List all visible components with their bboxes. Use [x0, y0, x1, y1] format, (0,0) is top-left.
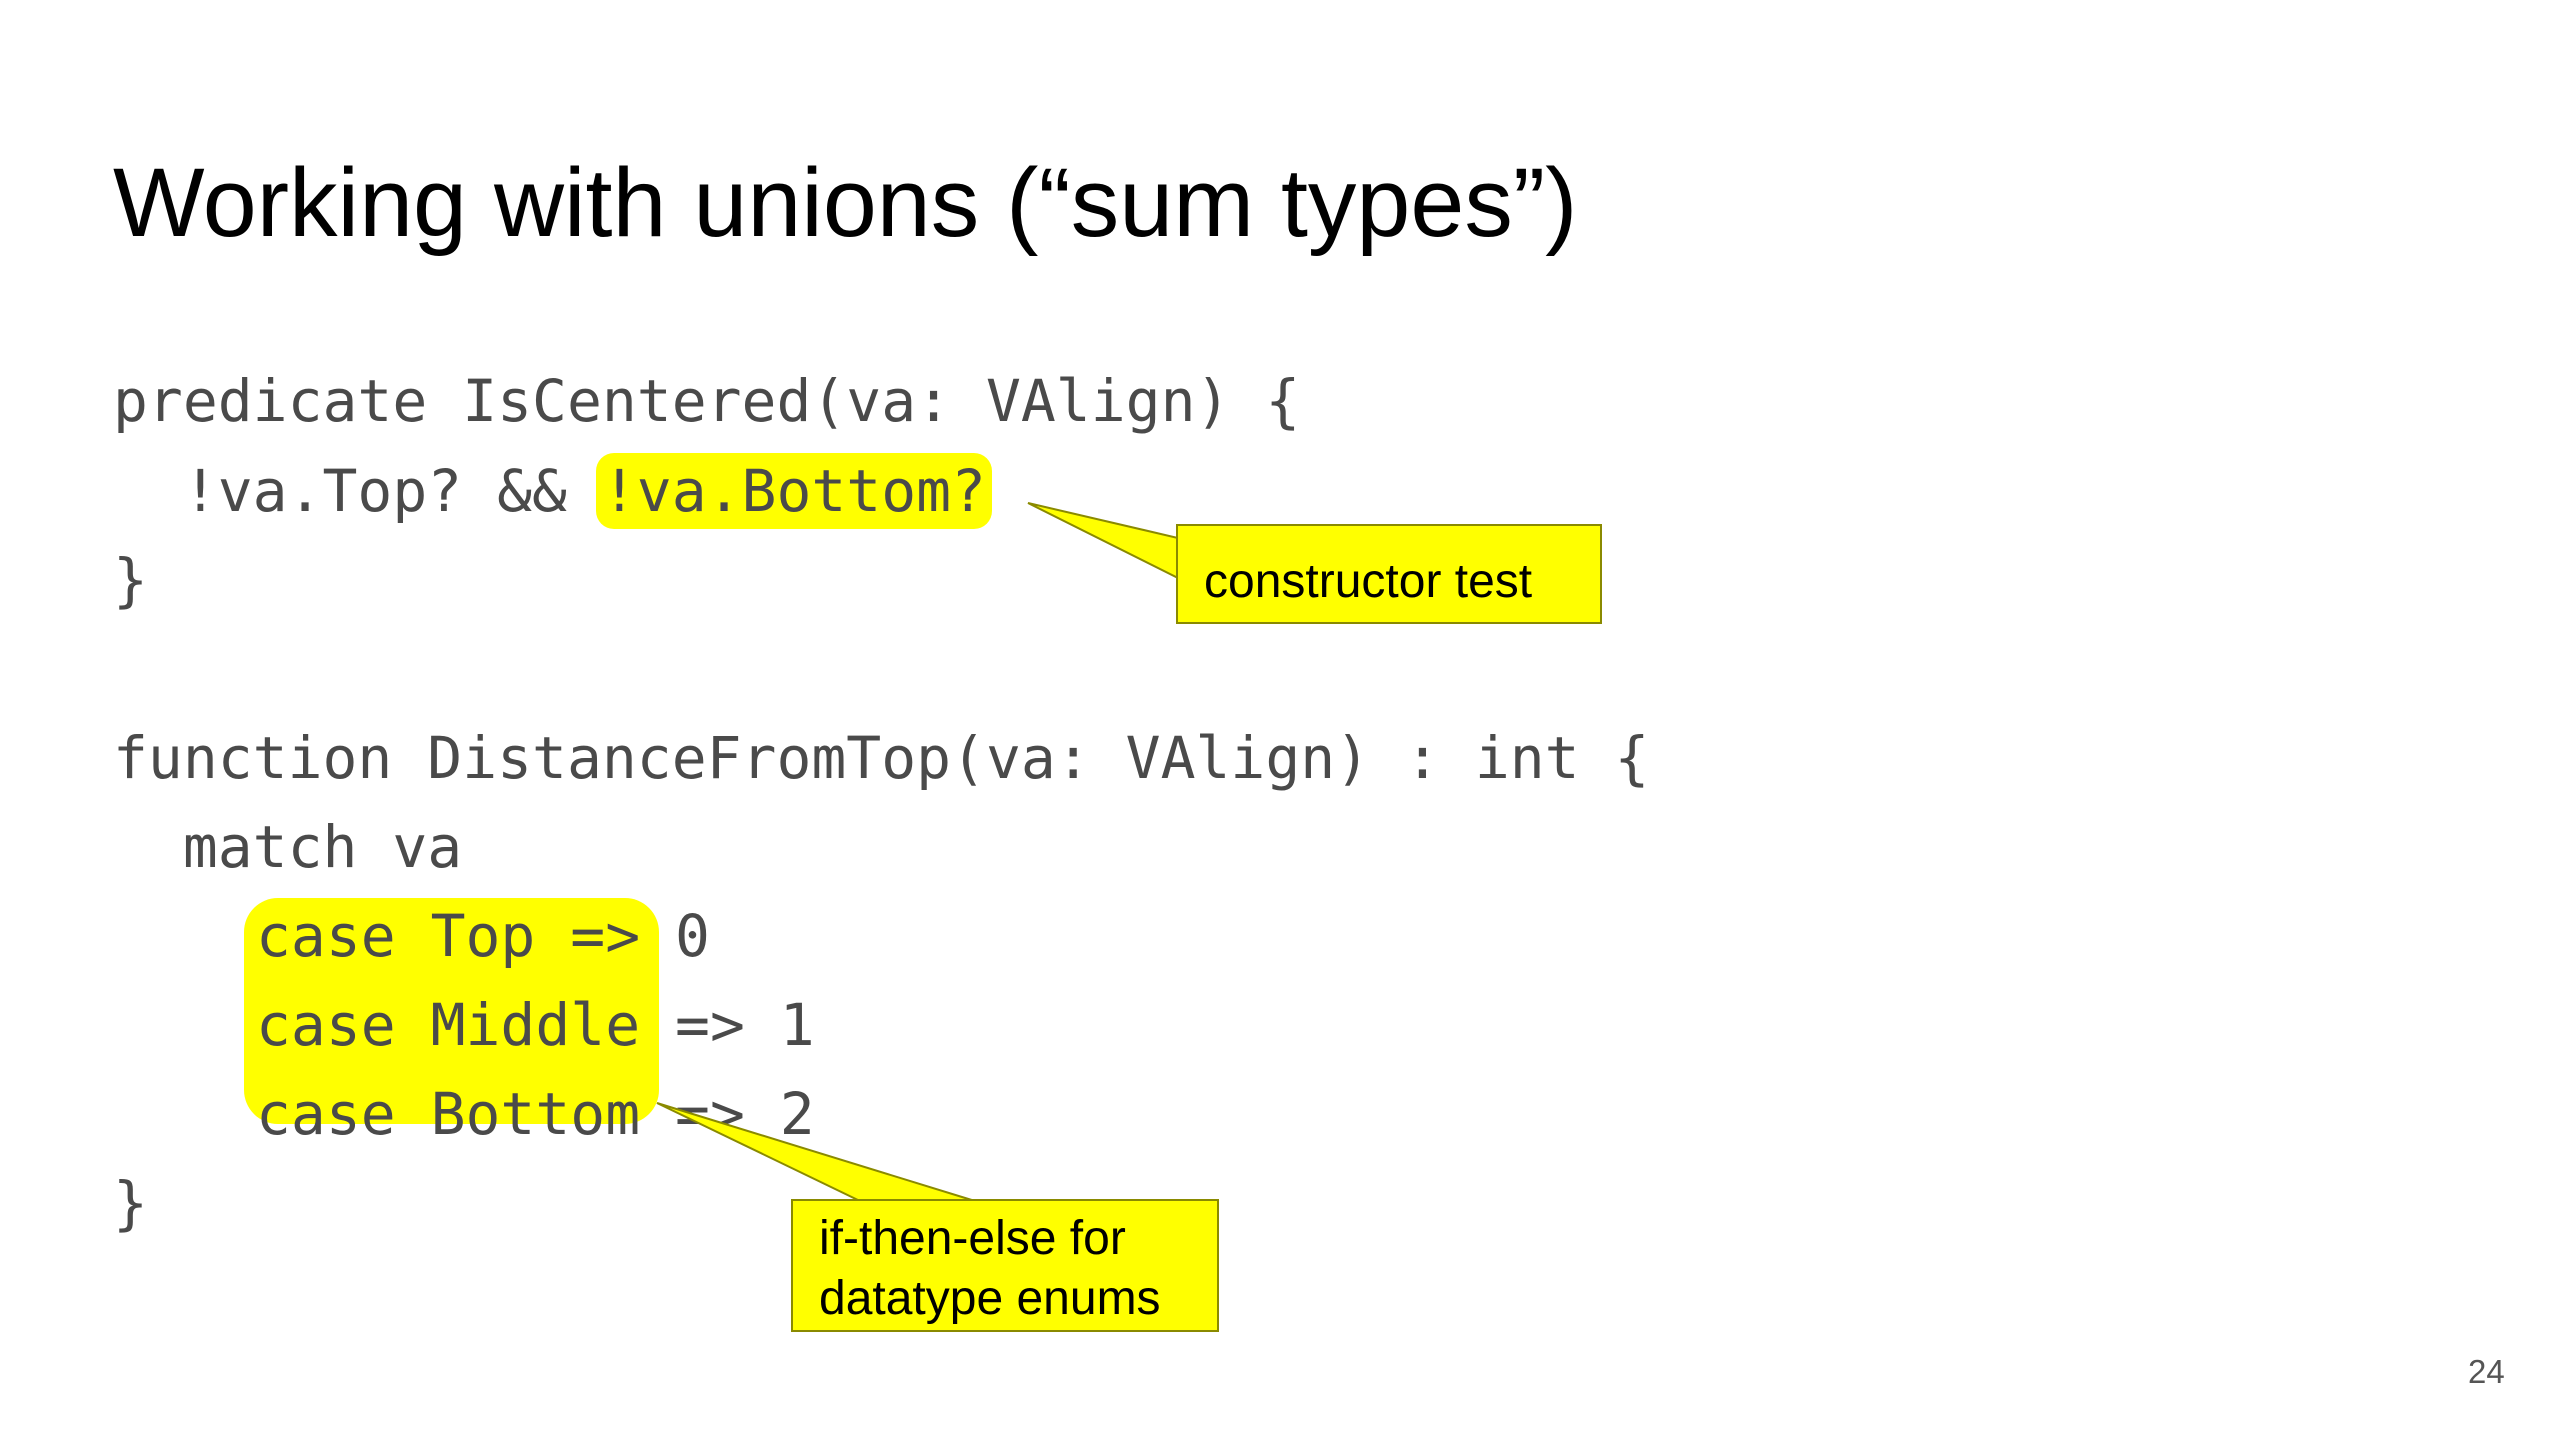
case-middle-label: case Middle [256, 991, 641, 1059]
code-line-case-top: case Top => 0 [256, 907, 710, 965]
code-line-predicate-signature: predicate IsCentered(va: VAlign) { [113, 367, 1301, 435]
code-line-case-bottom: case Bottom => 2 [256, 1085, 815, 1143]
slide-title: Working with unions (“sum types”) [113, 148, 1578, 257]
callout-constructor-test: constructor test [1176, 524, 1602, 624]
case-top-value: 0 [640, 902, 710, 970]
callout-pointer-constructor-test [1027, 502, 1179, 580]
case-bottom-value: => 2 [640, 1080, 815, 1148]
code-line-case-middle: case Middle => 1 [256, 996, 815, 1054]
constructor-test-highlight: !va.Bottom? [595, 453, 992, 529]
page-number: 24 [2468, 1353, 2505, 1390]
case-bottom-label: case Bottom [256, 1080, 641, 1148]
case-highlight-block [244, 898, 659, 1124]
code-line-predicate-close: } [113, 546, 148, 614]
code-text: !va.Top? && [113, 457, 602, 525]
code-line-match: match va [113, 813, 463, 881]
code-line-function-signature: function DistanceFromTop(va: VAlign) : i… [113, 724, 1650, 792]
callout-if-then-else: if-then-else for datatype enums [791, 1199, 1219, 1332]
code-line-predicate-body: !va.Top? && !va.Bottom? [113, 453, 992, 529]
code-line-function-close: } [113, 1169, 148, 1237]
case-middle-value: => 1 [640, 991, 815, 1059]
case-top-label: case Top => [256, 902, 641, 970]
